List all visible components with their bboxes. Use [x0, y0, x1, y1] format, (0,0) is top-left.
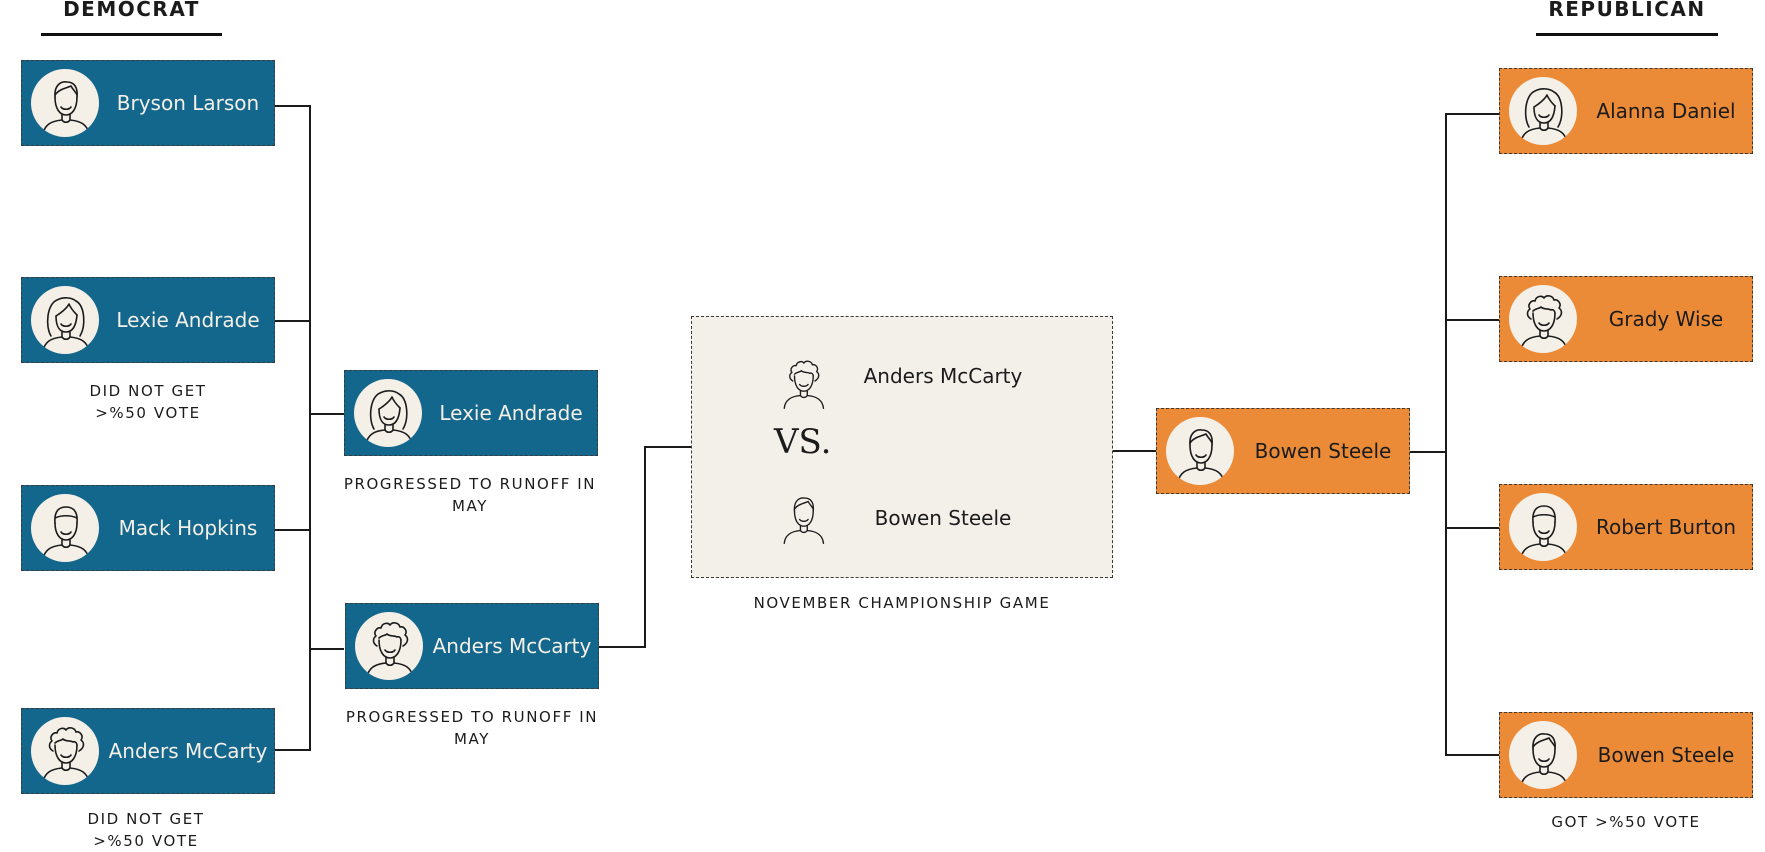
curly-hair-icon	[31, 717, 99, 785]
man-short-hair-icon	[31, 69, 99, 137]
candidate-name: Grady Wise	[1608, 307, 1724, 331]
man-flat-hair-icon	[31, 494, 99, 562]
democrat-header: DEMOCRAT	[41, 0, 222, 36]
woman-long-hair-icon	[354, 379, 422, 447]
republican-winner-card[interactable]: Bowen Steele	[1156, 408, 1410, 494]
republican-header: REPUBLICAN	[1536, 0, 1718, 36]
republican-candidate-card[interactable]: Robert Burton	[1499, 484, 1753, 570]
candidate-name: Lexie Andrade	[116, 308, 260, 332]
democrat-candidate-card[interactable]: Anders McCarty	[21, 708, 275, 794]
connector-runoff-to-final	[599, 446, 691, 648]
championship-caption: NOVEMBER CHAMPIONSHIP GAME	[753, 594, 1051, 612]
candidate-name: Bowen Steele	[1254, 439, 1392, 463]
runoff-candidate-card[interactable]: Lexie Andrade	[344, 370, 598, 456]
curly-hair-icon	[1509, 285, 1577, 353]
democrat-candidate-card[interactable]: Mack Hopkins	[21, 485, 275, 571]
candidate-name: Bowen Steele	[1597, 743, 1735, 767]
candidate-name: Robert Burton	[1595, 515, 1737, 539]
man-short-hair-icon	[774, 487, 832, 545]
woman-long-hair-icon	[1509, 77, 1577, 145]
man-flat-hair-icon	[1509, 493, 1577, 561]
candidate-name: Alanna Daniel	[1596, 99, 1736, 123]
championship-matchup-box: Anders McCarty VS. Bowen Steele	[691, 316, 1113, 578]
woman-long-hair-icon	[31, 286, 99, 354]
democrat-candidate-card[interactable]: Bryson Larson	[21, 60, 275, 146]
candidate-name: Mack Hopkins	[118, 516, 258, 540]
runoff-candidate-card[interactable]: Anders McCarty	[345, 603, 599, 689]
runoff-status-note: PROGRESSED TO RUNOFF IN MAY	[343, 475, 597, 515]
connector-dem-bracket	[274, 105, 344, 751]
curly-hair-icon	[774, 352, 832, 410]
democrat-candidate-card[interactable]: Lexie Andrade	[21, 277, 275, 363]
candidate-name: Anders McCarty	[432, 634, 592, 658]
republican-candidate-card[interactable]: Grady Wise	[1499, 276, 1753, 362]
curly-hair-icon	[355, 612, 423, 680]
candidate-status-note: DID NOT GET >%50 VOTE	[87, 810, 205, 850]
candidate-status-note: GOT >%50 VOTE	[1551, 813, 1701, 831]
republican-candidate-card[interactable]: Alanna Daniel	[1499, 68, 1753, 154]
finalist-name: Bowen Steele	[874, 506, 1012, 530]
runoff-status-note: PROGRESSED TO RUNOFF IN MAY	[345, 708, 599, 748]
candidate-name: Anders McCarty	[108, 739, 268, 763]
versus-label: VS.	[774, 422, 832, 462]
man-short-hair-icon	[1166, 417, 1234, 485]
man-short-hair-icon	[1509, 721, 1577, 789]
candidate-name: Lexie Andrade	[439, 401, 583, 425]
candidate-name: Bryson Larson	[116, 91, 260, 115]
candidate-status-note: DID NOT GET >%50 VOTE	[89, 382, 207, 422]
finalist-name: Anders McCarty	[863, 364, 1023, 388]
connector-rep-bracket	[1410, 113, 1499, 756]
republican-candidate-card[interactable]: Bowen Steele	[1499, 712, 1753, 798]
